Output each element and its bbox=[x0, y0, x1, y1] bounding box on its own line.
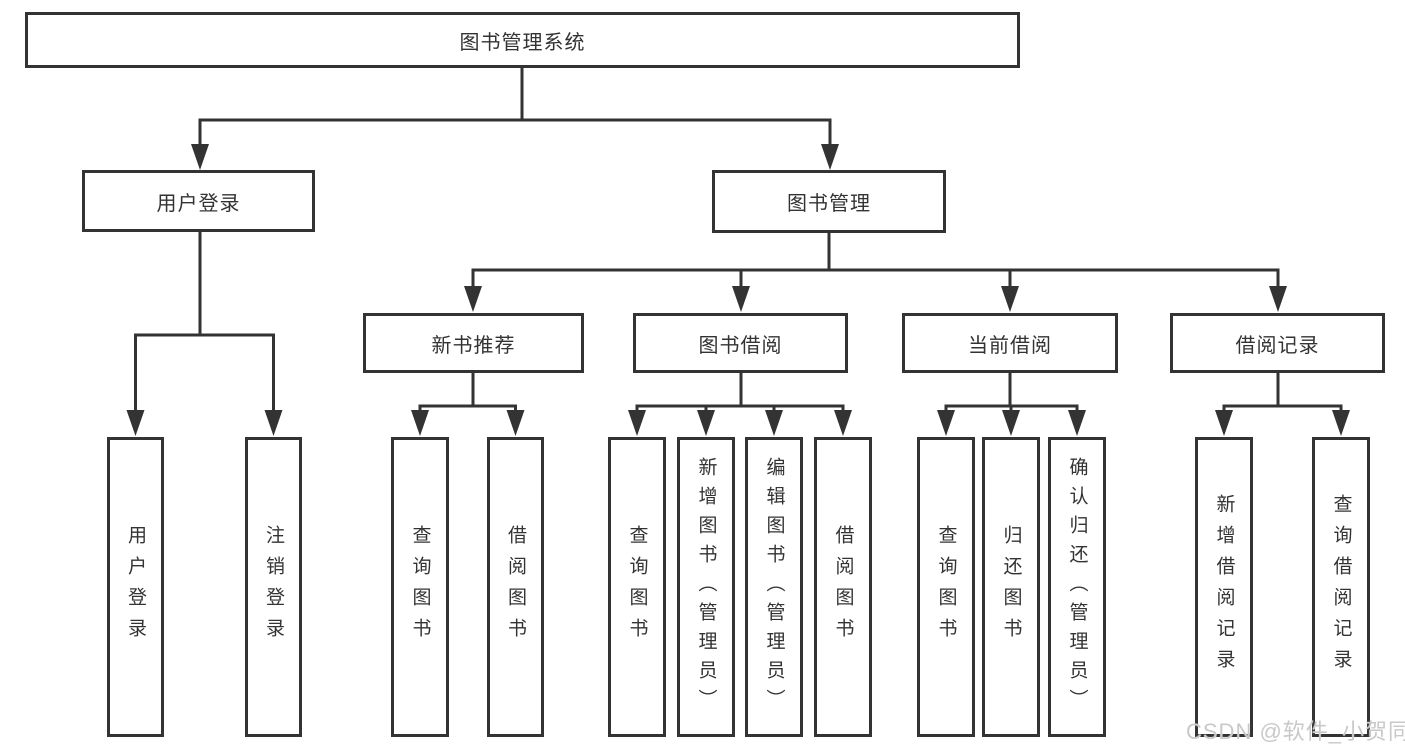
connector-new-book-branch bbox=[418, 373, 517, 422]
connector-root-to-level2 bbox=[198, 68, 832, 150]
arrowhead bbox=[264, 410, 283, 436]
leaf-label: 借阅图书 bbox=[505, 525, 526, 649]
leaf-label: 查询图书 bbox=[409, 525, 431, 649]
arrowhead bbox=[1002, 410, 1020, 436]
arrowhead bbox=[1332, 410, 1350, 436]
arrowhead bbox=[765, 410, 783, 436]
csdn-watermark: CSDN @软件_小贺同学 bbox=[1186, 719, 1405, 744]
arrowhead bbox=[411, 410, 429, 436]
node-current-borrow: 当前借阅 bbox=[902, 313, 1118, 373]
leaf-label: 查询图书 bbox=[626, 525, 648, 649]
leaf-query-book: 查询图书 bbox=[391, 437, 449, 737]
arrowhead bbox=[1215, 410, 1233, 436]
leaf-edit-book-admin: 编辑图书（管理员） bbox=[745, 437, 803, 737]
arrowhead bbox=[1068, 410, 1086, 436]
connector-book-mgmt-branch bbox=[471, 233, 1280, 298]
arrowhead bbox=[1269, 286, 1287, 312]
leaf-user-login: 用户登录 bbox=[107, 437, 164, 737]
node-borrow-records: 借阅记录 bbox=[1170, 313, 1385, 373]
leaf-add-book-admin: 新增图书（管理员） bbox=[677, 437, 735, 737]
arrowhead bbox=[1001, 286, 1019, 312]
arrowheads bbox=[126, 144, 1350, 436]
leaf-label: 编辑图书（管理员） bbox=[763, 456, 785, 718]
arrowhead bbox=[937, 410, 955, 436]
leaf-query-book: 查询图书 bbox=[917, 437, 975, 737]
leaf-logout: 注销登录 bbox=[245, 437, 302, 737]
leaf-label: 借阅图书 bbox=[832, 525, 854, 649]
connector-user-login-branch bbox=[134, 232, 275, 422]
arrowhead bbox=[126, 410, 145, 436]
leaf-label: 查询借阅记录 bbox=[1330, 494, 1352, 680]
node-book-borrow: 图书借阅 bbox=[633, 313, 848, 373]
arrowhead bbox=[506, 410, 525, 436]
leaf-borrow-book: 借阅图书 bbox=[814, 437, 872, 737]
arrowhead bbox=[464, 286, 482, 312]
node-new-book-recommend: 新书推荐 bbox=[363, 313, 584, 373]
leaf-label: 确认归还（管理员） bbox=[1066, 456, 1088, 718]
leaf-label: 新增图书（管理员） bbox=[695, 456, 717, 718]
arrowhead bbox=[834, 410, 852, 436]
arrowhead bbox=[697, 410, 715, 436]
leaf-label: 归还图书 bbox=[1000, 525, 1022, 649]
leaf-label: 用户登录 bbox=[125, 525, 146, 649]
node-book-management: 图书管理 bbox=[712, 170, 946, 233]
arrowhead bbox=[732, 286, 750, 312]
leaf-return-book: 归还图书 bbox=[982, 437, 1040, 737]
node-library-management-system: 图书管理系统 bbox=[25, 12, 1020, 68]
leaf-query-borrow-record: 查询借阅记录 bbox=[1312, 437, 1370, 737]
leaf-borrow-book: 借阅图书 bbox=[487, 437, 544, 737]
arrowhead bbox=[191, 144, 209, 170]
node-user-login: 用户登录 bbox=[82, 170, 315, 232]
leaf-label: 注销登录 bbox=[263, 525, 284, 649]
arrowhead bbox=[821, 144, 839, 170]
leaf-add-borrow-record: 新增借阅记录 bbox=[1195, 437, 1253, 737]
leaf-query-book: 查询图书 bbox=[608, 437, 666, 737]
leaf-label: 新增借阅记录 bbox=[1213, 494, 1235, 680]
leaf-label: 查询图书 bbox=[935, 525, 957, 649]
connector-book-borrow-branch bbox=[635, 373, 845, 422]
leaf-confirm-return-admin: 确认归还（管理员） bbox=[1048, 437, 1106, 737]
connector-borrow-records-branch bbox=[1222, 373, 1343, 422]
arrowhead bbox=[628, 410, 646, 436]
